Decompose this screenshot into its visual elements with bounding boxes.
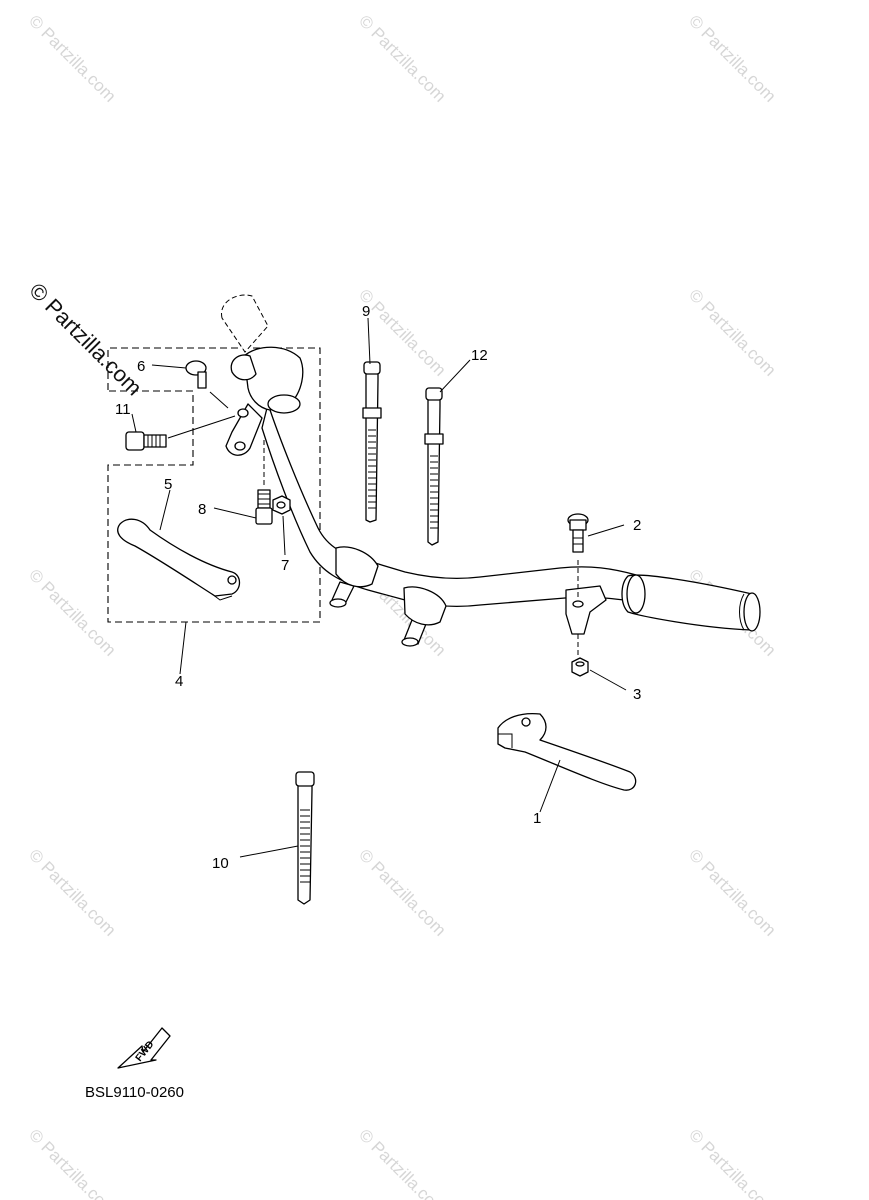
cable-tie-10 (295, 771, 315, 905)
bolt-2 (567, 513, 589, 553)
cable-tie-9 (362, 361, 382, 523)
callout-6: 6 (137, 358, 145, 375)
cable-tie-12 (424, 387, 444, 546)
nut-3 (571, 657, 589, 677)
watermark-text: © Partzilla.com (25, 565, 119, 659)
lever-5 (117, 518, 241, 601)
callout-10: 10 (212, 855, 229, 872)
callout-9: 9 (362, 303, 370, 320)
leader-lines (131, 317, 627, 858)
lever-1 (497, 712, 637, 791)
callout-5: 5 (164, 476, 172, 493)
screw-6 (185, 360, 229, 409)
watermark-text: © Partzilla.com (685, 11, 779, 105)
callout-4: 4 (175, 673, 183, 690)
fwd-arrow: FWD (117, 1027, 171, 1069)
bolt-11 (125, 415, 236, 451)
assembly-4-box (107, 347, 321, 623)
handlebar (221, 294, 761, 655)
watermark-text: © Partzilla.com (685, 845, 779, 939)
left-lever-mount (225, 346, 304, 485)
callout-3: 3 (633, 686, 641, 703)
watermark-text: © Partzilla.com (355, 11, 449, 105)
watermark-text: © Partzilla.com (685, 285, 779, 379)
nut-7 (272, 495, 291, 515)
watermark-text: © Partzilla.com (355, 845, 449, 939)
watermark-text: © Partzilla.com (25, 1125, 119, 1200)
watermark-bold: © Partzilla.com (24, 278, 147, 401)
callout-labels: 1 2 3 4 5 6 7 8 9 10 11 12 (115, 303, 641, 872)
watermark-text: © Partzilla.com (25, 845, 119, 939)
watermark-text: © Partzilla.com (25, 11, 119, 105)
callout-2: 2 (633, 517, 641, 534)
callout-11: 11 (115, 401, 131, 418)
watermark-text: © Partzilla.com (355, 1125, 449, 1200)
callout-8: 8 (198, 501, 206, 518)
callout-1: 1 (533, 810, 541, 827)
callout-7: 7 (281, 557, 289, 574)
part-code: BSL9110-0260 (85, 1084, 184, 1101)
bolt-8 (255, 489, 273, 525)
callout-12: 12 (471, 347, 488, 364)
watermark-text: © Partzilla.com (685, 1125, 779, 1200)
